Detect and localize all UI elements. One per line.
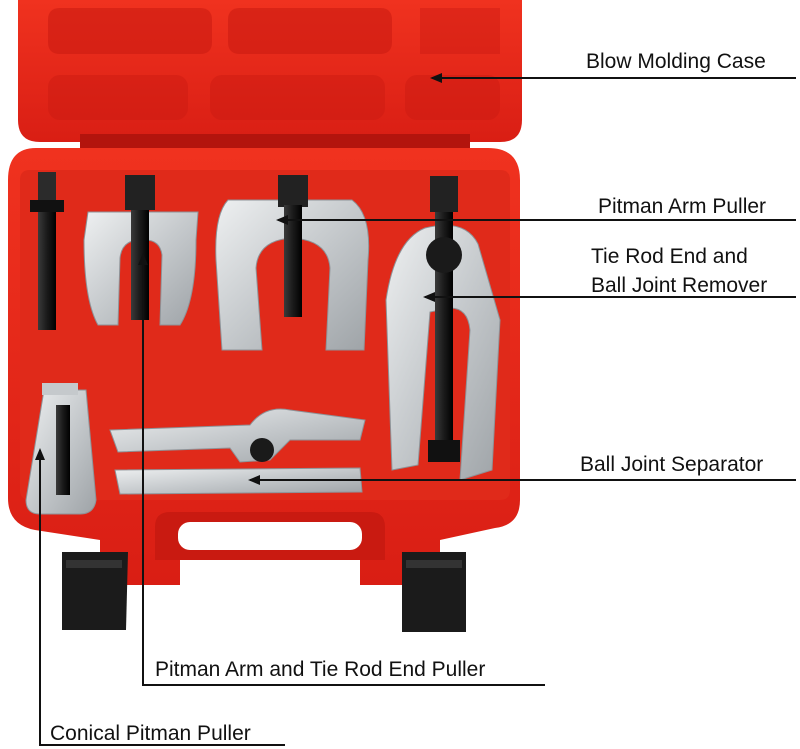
case-latches xyxy=(62,552,466,632)
ball-joint-separator xyxy=(109,408,366,495)
conical-pitman-puller xyxy=(25,383,97,515)
label-pitman-arm-puller: Pitman Arm Puller xyxy=(598,195,767,218)
forcing-screw xyxy=(30,172,64,330)
pitman-arm-tie-rod-puller xyxy=(83,175,199,326)
leader-lines xyxy=(39,77,796,746)
label-blow-molding-case: Blow Molding Case xyxy=(586,50,766,73)
label-tie-rod-line1: Tie Rod End and xyxy=(591,245,748,268)
leader-arrowheads xyxy=(35,73,442,485)
label-tie-rod-line2: Ball Joint Remover xyxy=(591,274,768,297)
tie-rod-end-remover xyxy=(385,176,501,481)
label-pitman-arm-tie-rod-puller: Pitman Arm and Tie Rod End Puller xyxy=(155,658,486,681)
label-conical-pitman-puller: Conical Pitman Puller xyxy=(50,722,251,745)
label-ball-joint-separator: Ball Joint Separator xyxy=(580,453,764,476)
pitman-arm-puller xyxy=(215,175,370,351)
case-hinge-strip xyxy=(80,134,470,148)
case-lid xyxy=(18,0,522,142)
